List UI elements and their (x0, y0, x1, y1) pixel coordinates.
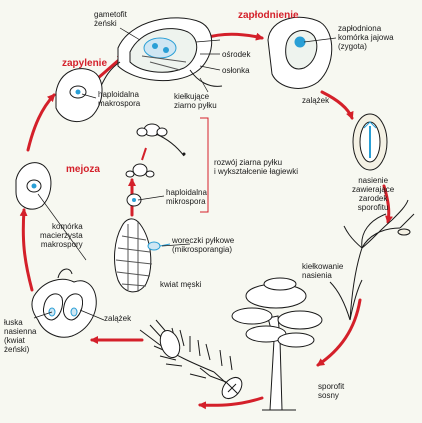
arrow-meiosis (26, 93, 56, 152)
label-integument: osłonka (222, 66, 250, 75)
cycle-arrows (19, 32, 393, 410)
ovule-macrospore-illustration (55, 68, 103, 123)
male-cone-illustration (114, 218, 171, 293)
arrow-scale-to-mother-cell (19, 208, 34, 292)
fertilized-ovule-illustration (267, 16, 333, 89)
label-sporophyte: sporofit sosny (318, 382, 345, 400)
pine-branch-with-cones-illustration (139, 319, 243, 400)
label-ovule-top: zalążek (302, 96, 330, 105)
seed-illustration (352, 113, 388, 171)
label-ovule-bottom: zalążek (104, 314, 132, 323)
label-pollen-sacs: woreczki pyłkowe (mikrosporangia) (172, 236, 235, 254)
arrow-sporophyte-to-cone (198, 396, 264, 410)
pollen-development-bracket (200, 117, 209, 213)
leader-lines (33, 27, 337, 321)
arrow-seed-to-germination (382, 184, 393, 224)
label-male-cone: kwiat męski (160, 280, 202, 289)
label-seed-germination: kiełkowanie nasienia (302, 262, 344, 280)
label-pollen-development: rozwój ziarna pyłku i wykształcenie łagi… (214, 158, 299, 176)
label-fertilized-egg: zapłodniona komórka jajowa (zygota) (338, 24, 394, 51)
label-nucellus: ośrodek (222, 50, 251, 59)
seed-scale-illustration (31, 268, 97, 338)
label-meiosis: mejoza (66, 164, 100, 175)
pollen-development-illustration (125, 123, 186, 207)
label-haploid-macrospore: haploidalna makrospora (98, 90, 141, 108)
label-seed-scale: łuska nasienna (kwiat żeński) (4, 318, 37, 354)
pine-tree-illustration (231, 277, 323, 411)
arrow-fertilization (203, 32, 264, 41)
label-seed: nasienie zawierające zarodek sporofitu (352, 176, 395, 212)
label-fertilization: zapłodnienie (238, 10, 299, 21)
ovule-mother-cell-illustration (15, 162, 52, 210)
label-macrospore-mother-cell: komórka macierzysta makrospory (40, 222, 83, 249)
germinating-seedling-illustration (329, 199, 415, 321)
ovule-female-gametophyte-illustration (99, 17, 223, 89)
label-female-gametophyte: gametofit żeński (94, 10, 127, 28)
arrow-ovule-to-seed (320, 90, 354, 120)
arrow-germination-to-sporophyte (316, 298, 362, 367)
label-haploid-microspore: haploidalna mikrospora (166, 188, 207, 206)
label-germinating-pollen: kiełkujące ziarno pyłku (174, 92, 217, 110)
label-pollination: zapylenie (62, 58, 108, 69)
